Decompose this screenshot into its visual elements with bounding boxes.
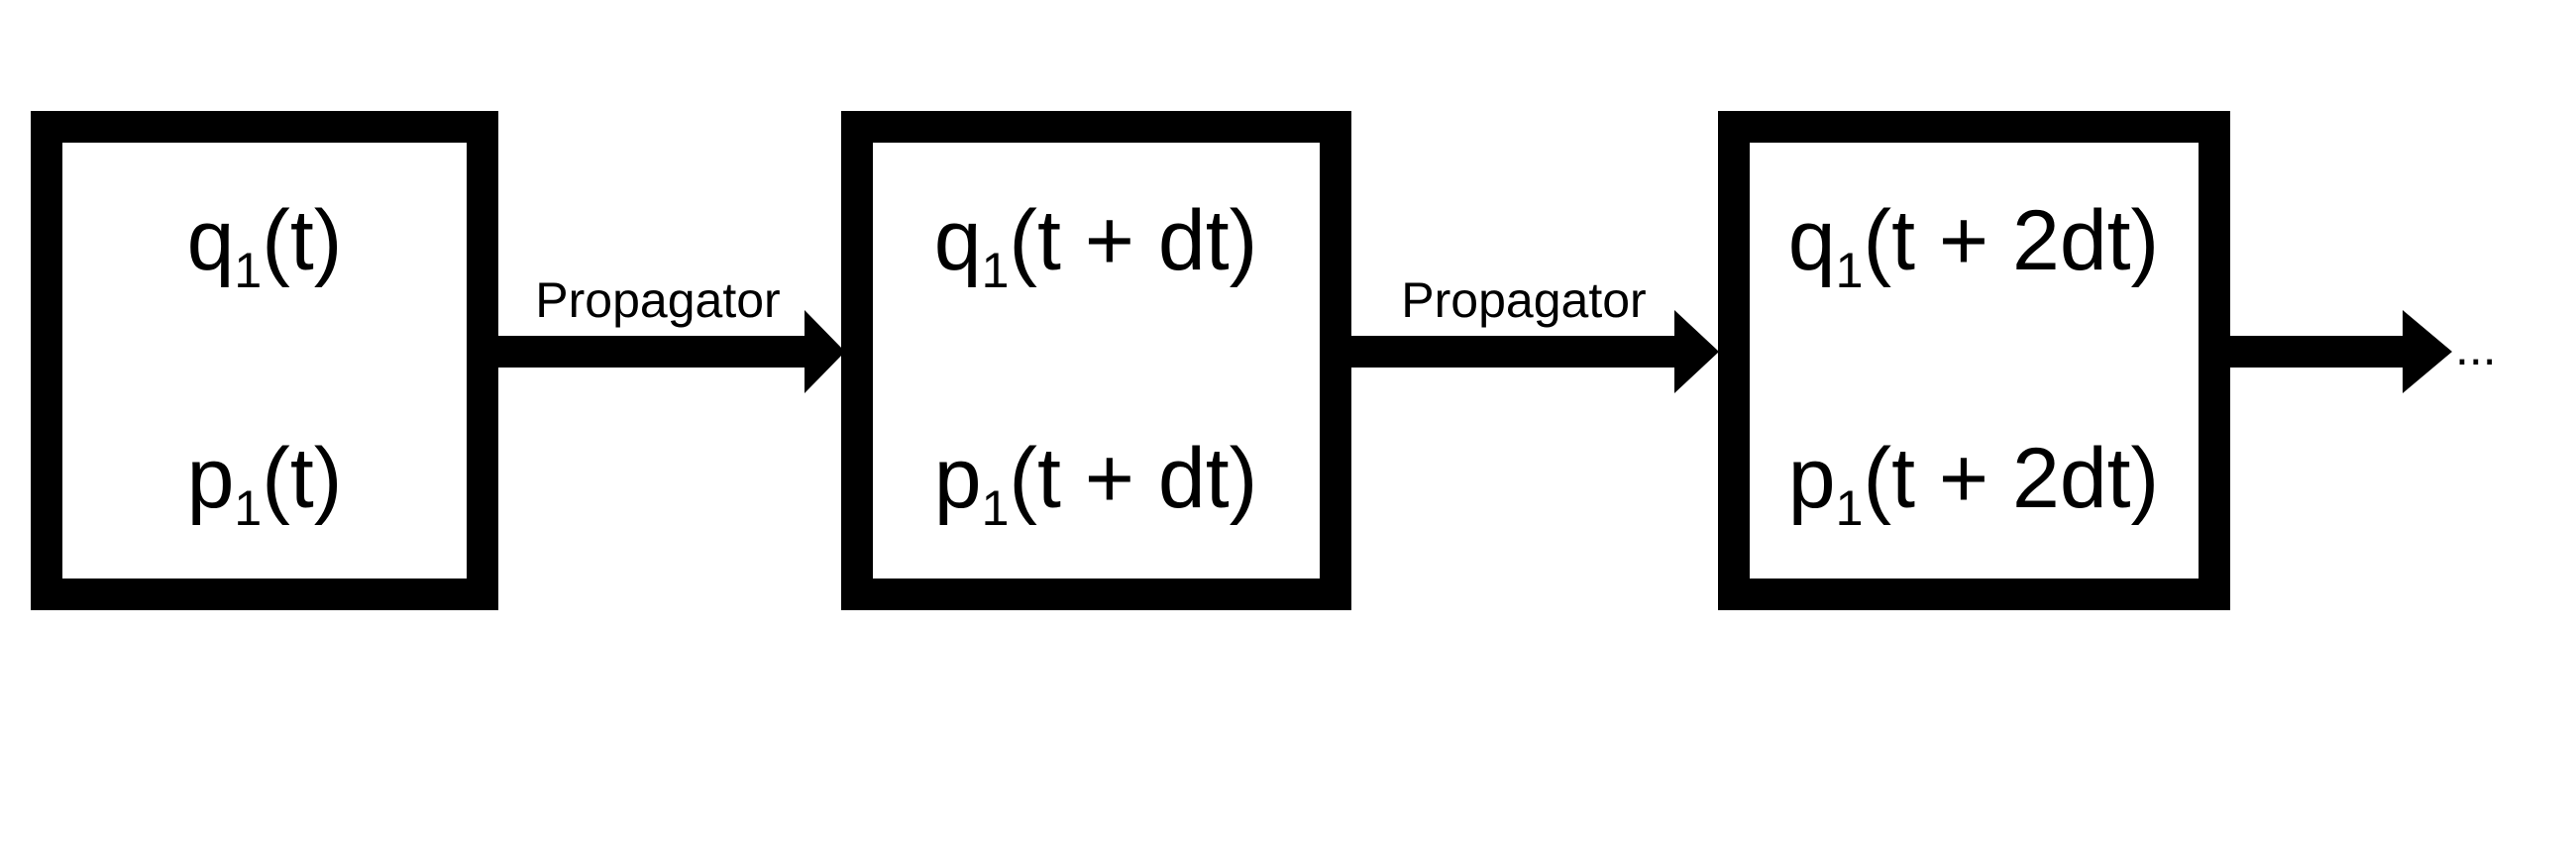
- arrow-2-label: Propagator: [1401, 272, 1646, 328]
- state-box-1-frame: [31, 111, 498, 610]
- arrow-2-shaft: [1351, 336, 1678, 368]
- propagator-arrow-1: Propagator: [498, 272, 845, 393]
- state-box-2-p: p1(t + dt): [934, 431, 1258, 536]
- continuation-arrow: ...: [2229, 310, 2497, 393]
- state-box-3-frame: [1718, 111, 2230, 610]
- state-box-1-p: p1(t): [187, 431, 343, 536]
- state-box-3-q: q1(t + 2dt): [1788, 193, 2159, 298]
- state-box-2-frame: [841, 111, 1351, 610]
- state-box-1: q1(t) p1(t): [31, 111, 498, 610]
- state-box-3: q1(t + 2dt) p1(t + 2dt): [1718, 111, 2230, 610]
- arrow-2-head: [1674, 310, 1719, 393]
- state-box-3-p: p1(t + 2dt): [1788, 431, 2159, 536]
- arrow-3-shaft: [2229, 336, 2408, 368]
- propagator-arrow-2: Propagator: [1351, 272, 1719, 393]
- state-box-1-q: q1(t): [187, 193, 343, 298]
- arrow-3-head: [2403, 310, 2452, 393]
- state-box-2: q1(t + dt) p1(t + dt): [841, 111, 1351, 610]
- arrow-1-shaft: [498, 336, 805, 368]
- arrow-1-label: Propagator: [535, 272, 780, 328]
- continuation-ellipsis: ...: [2455, 320, 2497, 375]
- arrow-1-head: [805, 310, 845, 393]
- state-box-2-q: q1(t + dt): [934, 193, 1258, 298]
